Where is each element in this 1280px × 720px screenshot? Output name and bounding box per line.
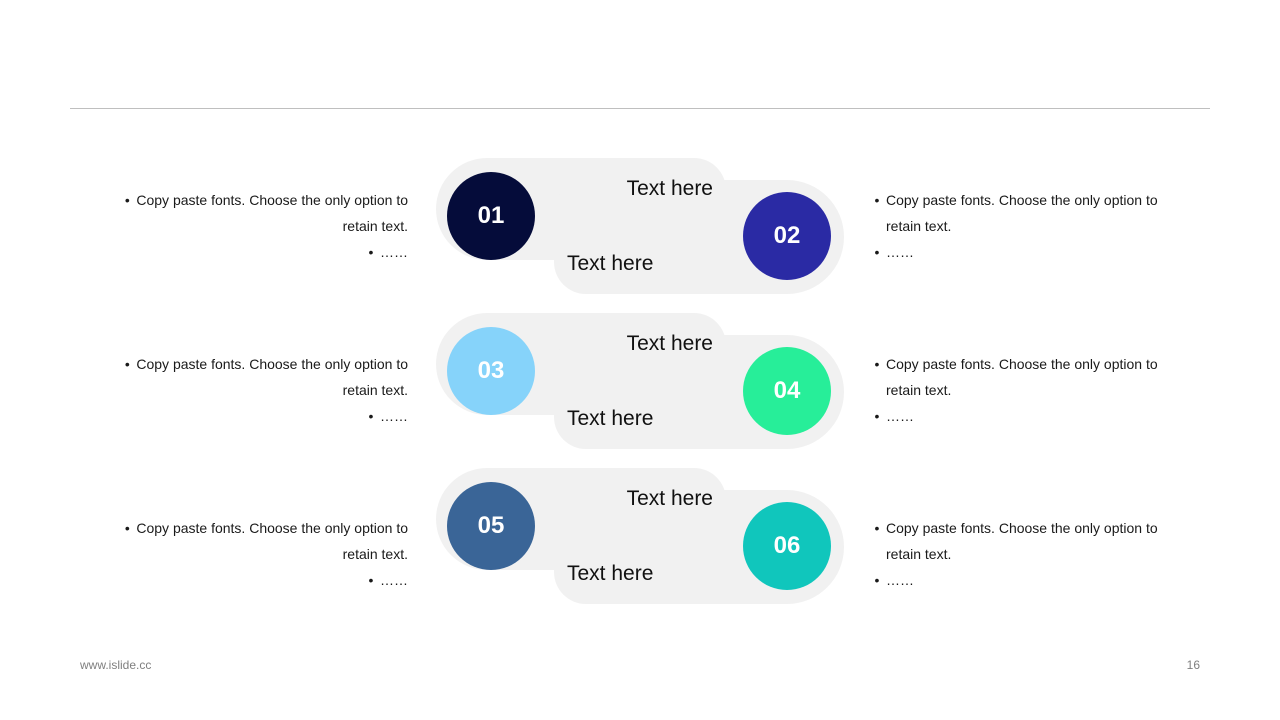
desc-line: Copy paste fonts. Choose the only option… (136, 356, 408, 372)
bullet-icon: • (874, 356, 880, 372)
bullet-icon: • (368, 572, 374, 588)
bottom-label: Text here (567, 252, 654, 275)
step-row-1: 01 02 Text here Text here • Copy paste fo… (0, 158, 1280, 294)
bullet-icon: • (368, 244, 374, 260)
step-number-circle: 06 (743, 502, 831, 590)
bullet-icon: • (124, 192, 130, 208)
left-description: • Copy paste fonts. Choose the only optio… (100, 351, 408, 429)
step-number-circle: 05 (447, 482, 535, 570)
top-label: Text here (626, 332, 713, 355)
desc-line: …… (380, 244, 408, 260)
top-label: Text here (626, 487, 713, 510)
header-divider (70, 108, 1210, 109)
bullet-icon: • (874, 408, 880, 424)
footer-url: www.islide.cc (80, 658, 152, 672)
bottom-label: Text here (567, 562, 654, 585)
desc-line: Copy paste fonts. Choose the only option… (886, 356, 1158, 372)
desc-line: …… (886, 244, 914, 260)
desc-line: retain text. (886, 546, 952, 562)
bullet-icon: • (368, 408, 374, 424)
right-description: • Copy paste fonts. Choose the only optio… (868, 515, 1178, 593)
step-number-circle: 02 (743, 192, 831, 280)
right-description: • Copy paste fonts. Choose the only optio… (868, 351, 1178, 429)
desc-line: …… (380, 572, 408, 588)
desc-line: Copy paste fonts. Choose the only option… (886, 520, 1158, 536)
desc-line: …… (380, 408, 408, 424)
top-label: Text here (626, 177, 713, 200)
desc-line: Copy paste fonts. Choose the only option… (886, 192, 1158, 208)
page-number: 16 (1186, 658, 1200, 672)
right-description: • Copy paste fonts. Choose the only optio… (868, 187, 1178, 265)
step-number-circle: 01 (447, 172, 535, 260)
step-number-circle: 04 (743, 347, 831, 435)
desc-line: retain text. (342, 218, 408, 234)
desc-line: retain text. (342, 546, 408, 562)
desc-line: Copy paste fonts. Choose the only option… (136, 520, 408, 536)
desc-line: …… (886, 408, 914, 424)
bullet-icon: • (874, 520, 880, 536)
desc-line: …… (886, 572, 914, 588)
bullet-icon: • (874, 244, 880, 260)
desc-line: retain text. (886, 382, 952, 398)
bullet-icon: • (124, 356, 130, 372)
step-row-3: 05 06 Text here Text here • Copy paste fo… (0, 468, 1280, 604)
desc-line: Copy paste fonts. Choose the only option… (136, 192, 408, 208)
bullet-icon: • (874, 192, 880, 208)
step-row-2: 03 04 Text here Text here • Copy paste fo… (0, 313, 1280, 449)
step-number-circle: 03 (447, 327, 535, 415)
left-description: • Copy paste fonts. Choose the only optio… (100, 515, 408, 593)
bottom-label: Text here (567, 407, 654, 430)
left-description: • Copy paste fonts. Choose the only optio… (100, 187, 408, 265)
desc-line: retain text. (886, 218, 952, 234)
bullet-icon: • (874, 572, 880, 588)
bullet-icon: • (124, 520, 130, 536)
desc-line: retain text. (342, 382, 408, 398)
